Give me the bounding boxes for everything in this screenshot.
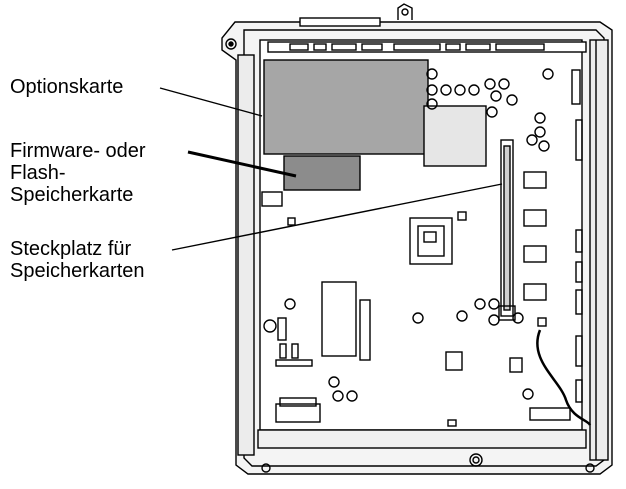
cpu-chip (423, 105, 487, 167)
left-rail (237, 54, 255, 456)
screws (263, 68, 554, 402)
label-option-card: Optionskarte (10, 76, 124, 98)
label-memory-slot: Steckplatz für Speicherkarten (10, 238, 145, 282)
leader-option-card (159, 87, 263, 117)
housing-inner-edge (243, 29, 605, 467)
cable (536, 329, 592, 426)
leader-memory-slot (171, 183, 503, 251)
option-card (263, 59, 429, 155)
expansion-module (321, 281, 357, 357)
label-firmware-card: Firmware- oder Flash- Speicherkarte (10, 140, 146, 206)
right-rail (589, 39, 609, 461)
bottom-connector (275, 403, 321, 423)
firmware-card (283, 155, 361, 191)
leader-firmware-card (187, 150, 297, 178)
